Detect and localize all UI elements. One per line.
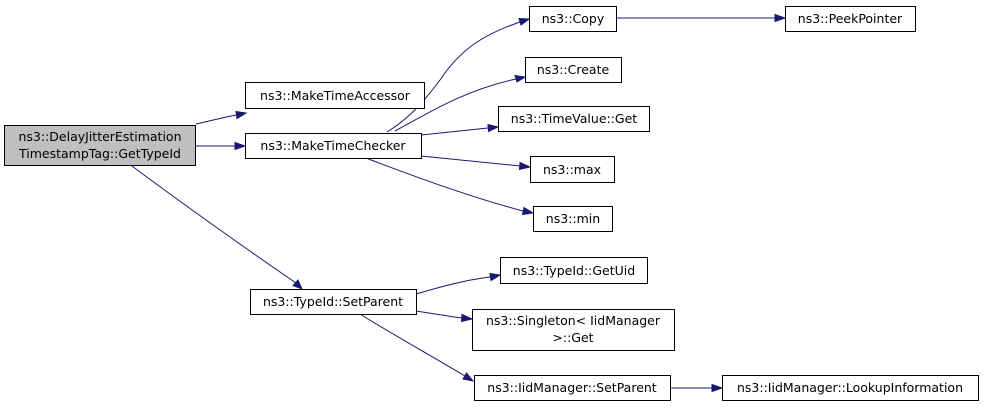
node-timevalue-get[interactable]: ns3::TimeValue::Get bbox=[498, 106, 650, 132]
node-label: ns3::PeekPointer bbox=[798, 11, 903, 26]
node-label-line2: TimestampTag::GetTypeId bbox=[18, 146, 181, 161]
node-typeid-set-parent[interactable]: ns3::TypeId::SetParent bbox=[250, 289, 417, 315]
node-copy[interactable]: ns3::Copy bbox=[529, 6, 617, 32]
node-label: ns3::TypeId::SetParent bbox=[263, 294, 403, 309]
node-label: ns3::TimeValue::Get bbox=[511, 111, 638, 126]
node-label: ns3::min bbox=[546, 211, 600, 226]
node-singleton-get[interactable]: ns3::Singleton< IidManager >::Get bbox=[472, 309, 675, 351]
edge-checker-to-timevalue-get bbox=[420, 123, 500, 136]
edge-checker-to-copy bbox=[386, 17, 531, 133]
edge-setparent-to-singleton-get bbox=[415, 310, 474, 323]
edge-checker-to-max bbox=[420, 155, 532, 171]
node-label: ns3::IidManager::SetParent bbox=[487, 380, 657, 395]
node-label: ns3::IidManager::LookupInformation bbox=[737, 380, 963, 395]
edge-checker-to-create bbox=[394, 74, 527, 132]
node-label: ns3::Copy bbox=[542, 11, 605, 26]
node-iidmanager-set-parent[interactable]: ns3::IidManager::SetParent bbox=[474, 375, 671, 401]
edges bbox=[131, 13, 787, 393]
node-label: ns3::Create bbox=[537, 62, 610, 77]
node-min[interactable]: ns3::min bbox=[533, 206, 613, 232]
edge-setparent-to-getuid bbox=[415, 272, 502, 295]
edge-copy-to-peek-pointer bbox=[616, 13, 787, 23]
node-label: ns3::TypeId::GetUid bbox=[513, 263, 635, 278]
node-make-time-checker[interactable]: ns3::MakeTimeChecker bbox=[245, 133, 422, 159]
node-label-line1: ns3::Singleton< IidManager bbox=[486, 313, 661, 328]
node-label-line2: >::Get bbox=[552, 330, 593, 345]
node-label: ns3::MakeTimeChecker bbox=[260, 138, 406, 153]
edge-iidmanager-setparent-to-lookup bbox=[670, 383, 724, 393]
node-label: ns3::MakeTimeAccessor bbox=[260, 88, 411, 103]
node-max[interactable]: ns3::max bbox=[530, 156, 615, 183]
nodes: ns3::DelayJitterEstimation TimestampTag:… bbox=[4, 6, 979, 401]
node-iidmanager-lookup-information[interactable]: ns3::IidManager::LookupInformation bbox=[722, 375, 979, 401]
edge-root-to-make-time-accessor bbox=[195, 110, 248, 125]
node-peek-pointer[interactable]: ns3::PeekPointer bbox=[785, 6, 916, 32]
node-label: ns3::max bbox=[543, 162, 601, 177]
node-typeid-getuid[interactable]: ns3::TypeId::GetUid bbox=[500, 257, 648, 284]
edge-root-to-make-time-checker bbox=[196, 141, 247, 151]
node-create[interactable]: ns3::Create bbox=[525, 57, 622, 83]
node-delay-jitter-gettypeid[interactable]: ns3::DelayJitterEstimation TimestampTag:… bbox=[4, 125, 196, 166]
node-make-time-accessor[interactable]: ns3::MakeTimeAccessor bbox=[245, 82, 425, 109]
edge-checker-to-min bbox=[365, 157, 535, 216]
node-label-line1: ns3::DelayJitterEstimation bbox=[18, 129, 181, 144]
edge-setparent-to-iidmanager-setparent bbox=[359, 313, 475, 382]
edge-root-to-typeid-set-parent bbox=[131, 165, 303, 290]
